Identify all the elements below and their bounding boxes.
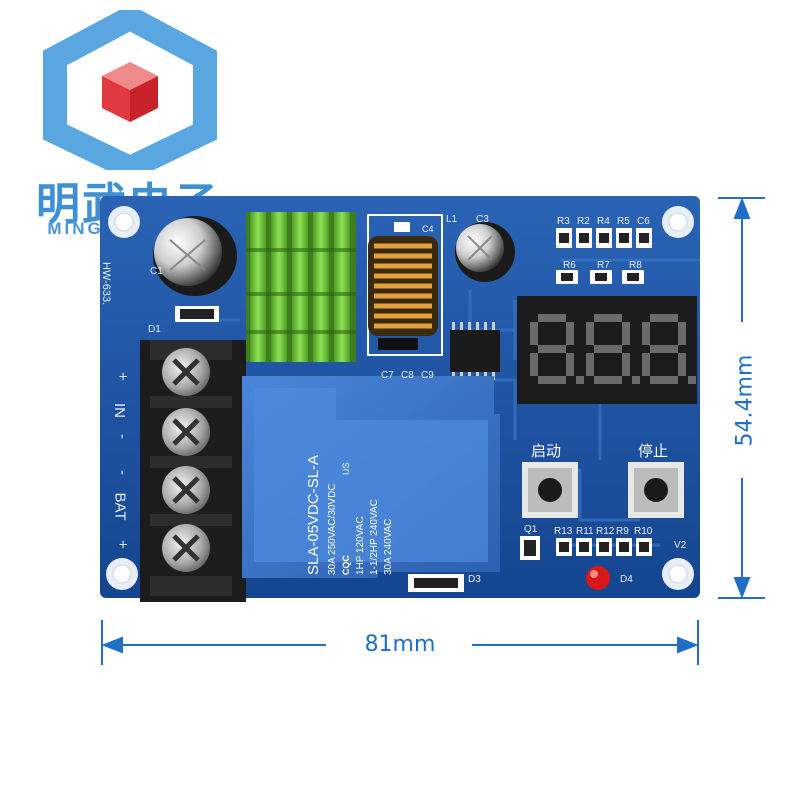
terminal-screw-2 — [162, 408, 210, 456]
label-q1: Q1 — [524, 524, 538, 535]
segment-2-3 — [642, 322, 650, 345]
stop-button-body — [628, 462, 684, 518]
label-c6: C6 — [637, 216, 650, 227]
label-r3: R3 — [557, 216, 570, 227]
relay-rating-3: 1-1/2HP 240VAC — [369, 499, 380, 575]
terminal-label-in: IN — [111, 403, 128, 418]
terminal-label-bat-minus: - — [114, 470, 131, 475]
label-c3: C3 — [476, 214, 489, 225]
logo-cube-right — [130, 76, 158, 122]
terminal-label-bat-plus: + — [113, 540, 131, 549]
relay-rating-4: 30A 240VAC — [383, 518, 394, 575]
segment-1-0 — [594, 314, 622, 322]
relay-rating-2: 1HP 120VAC — [355, 516, 366, 575]
label-c8: C8 — [401, 370, 414, 381]
capacitor-c1 — [153, 216, 237, 296]
relay — [242, 376, 500, 578]
display-digits — [530, 314, 696, 384]
label-r8: R8 — [629, 260, 642, 271]
segment-2-0 — [650, 314, 678, 322]
terminal-label-in-minus: - — [114, 434, 131, 439]
board-model-label: HW-633. — [100, 262, 112, 306]
logo-cube-left — [102, 76, 130, 122]
terminal-screw-4 — [162, 524, 210, 572]
dimension-width-line — [101, 620, 699, 665]
terminal-screw-1 — [162, 348, 210, 396]
segment-1-3 — [586, 322, 594, 345]
dimension-width-label: 81mm — [364, 632, 436, 657]
mounting-hole-tr — [662, 206, 694, 238]
capacitor-c3 — [455, 222, 515, 282]
label-r6: R6 — [563, 260, 576, 271]
inductor-l1 — [367, 214, 443, 356]
segment-0-4 — [566, 322, 574, 345]
mounting-hole-tl — [108, 206, 140, 238]
dimension-height-line — [718, 197, 765, 599]
segment-0-5 — [530, 353, 538, 376]
terminal-label-in-plus: + — [113, 372, 131, 381]
label-r4: R4 — [597, 216, 610, 227]
segment-1-6 — [622, 353, 630, 376]
mounting-hole-br — [662, 558, 694, 590]
mounting-hole-bl — [106, 558, 138, 590]
start-button-body — [522, 462, 578, 518]
relay-label-group: SLA-05VDC-SL-A 30A 250VAC/30VDC 1HP 120V… — [295, 425, 455, 575]
relay-cqc-mark: CQC — [341, 555, 351, 575]
dimension-height-label: 54.4mm — [732, 354, 758, 447]
segment-1-4 — [622, 322, 630, 345]
start-button[interactable]: 启动 — [531, 442, 562, 460]
segment-2-5 — [642, 353, 650, 376]
segment-2-1 — [650, 345, 678, 353]
label-c4: C4 — [422, 224, 434, 234]
relay-model: SLA-05VDC-SL-A — [305, 454, 322, 575]
label-l1: L1 — [446, 214, 458, 225]
label-r11: R11 — [576, 526, 594, 537]
label-r12: R12 — [596, 526, 615, 537]
label-c7: C7 — [381, 370, 394, 381]
label-r5: R5 — [617, 216, 630, 227]
segment-0-3 — [530, 322, 538, 345]
segment-0-2 — [538, 376, 566, 384]
segment-0-6 — [566, 353, 574, 376]
ic-chip — [450, 322, 500, 380]
terminal-label-bat: BAT — [111, 492, 129, 521]
label-r2: R2 — [577, 216, 590, 227]
segment-1-1 — [594, 345, 622, 353]
segment-2-6 — [678, 353, 686, 376]
brand-logo — [43, 10, 217, 170]
segment-1-2 — [594, 376, 622, 384]
label-r9: R9 — [616, 526, 629, 537]
decimal-point-2 — [688, 376, 696, 384]
decimal-point-0 — [576, 376, 584, 384]
segment-2-2 — [650, 376, 678, 384]
label-d3: D3 — [468, 574, 481, 585]
logo-hexagon-icon — [43, 10, 217, 170]
decimal-point-1 — [632, 376, 640, 384]
heatsink — [246, 212, 356, 362]
label-d4: D4 — [620, 574, 633, 585]
label-v2: V2 — [674, 540, 687, 551]
led-d4 — [586, 566, 610, 590]
segment-2-4 — [678, 322, 686, 345]
segment-0-0 — [538, 314, 566, 322]
label-r7: R7 — [597, 260, 610, 271]
label-c9: C9 — [421, 370, 434, 381]
relay-us-mark: US — [341, 462, 351, 475]
segment-1-5 — [586, 353, 594, 376]
display-value: 8.8.8. — [520, 405, 523, 406]
label-r10: R10 — [634, 526, 653, 537]
terminal-screw-3 — [162, 466, 210, 514]
stop-button[interactable]: 停止 — [638, 442, 669, 460]
label-c1: C1 — [150, 266, 163, 277]
segment-0-1 — [538, 345, 566, 353]
label-d1: D1 — [148, 324, 161, 335]
relay-rating-1: 30A 250VAC/30VDC — [327, 483, 338, 575]
label-r13: R13 — [554, 526, 573, 537]
